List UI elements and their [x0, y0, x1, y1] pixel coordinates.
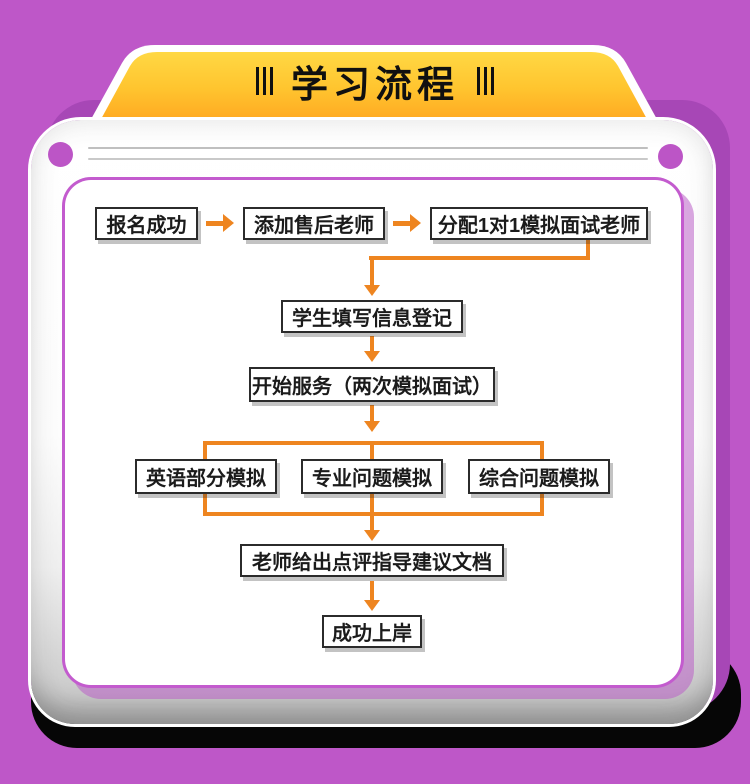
connector-from-assign-vertical — [586, 240, 590, 260]
down-arrow-icon-to-branches — [364, 405, 380, 432]
right-arrow-icon-1 — [206, 212, 234, 234]
ruled-line-2 — [88, 158, 648, 160]
hole-punch-right — [658, 144, 683, 169]
down-arrow-icon-to-success — [364, 581, 380, 611]
flow-node-start-service: 开始服务（两次模拟面试） — [249, 367, 495, 402]
flow-node-comprehensive-mock: 综合问题模拟 — [468, 459, 610, 494]
flow-node-feedback-doc: 老师给出点评指导建议文档 — [240, 544, 504, 577]
hole-punch-left — [48, 142, 73, 167]
down-arrow-icon-to-service — [364, 336, 380, 362]
flow-node-english-mock: 英语部分模拟 — [135, 459, 277, 494]
flowchart-panel: 报名成功 添加售后老师 分配1对1模拟面试老师 学生填写信息登记 开始服务（两次… — [65, 180, 681, 685]
title-bars-right-icon — [477, 67, 494, 95]
flow-node-success: 成功上岸 — [322, 615, 422, 648]
page-title: 学习流程 — [291, 64, 459, 105]
page-title-row: 学习流程 — [0, 58, 750, 105]
flow-node-major-mock: 专业问题模拟 — [301, 459, 443, 494]
down-arrow-icon-to-feedback — [364, 516, 380, 541]
ruled-line-1 — [88, 147, 648, 149]
flow-node-assign-teacher: 分配1对1模拟面试老师 — [430, 207, 648, 240]
header-tab-fill — [94, 52, 654, 132]
flow-node-register-info: 学生填写信息登记 — [281, 300, 463, 333]
notebook-card: 报名成功 添加售后老师 分配1对1模拟面试老师 学生填写信息登记 开始服务（两次… — [31, 120, 713, 724]
connector-from-assign-horizontal — [369, 256, 590, 260]
down-arrow-icon-to-register — [364, 260, 380, 296]
right-arrow-icon-2 — [393, 212, 421, 234]
flow-node-add-teacher: 添加售后老师 — [243, 207, 385, 240]
title-bars-left-icon — [256, 67, 273, 95]
flow-node-signup: 报名成功 — [95, 207, 198, 240]
header-tab — [84, 45, 664, 132]
